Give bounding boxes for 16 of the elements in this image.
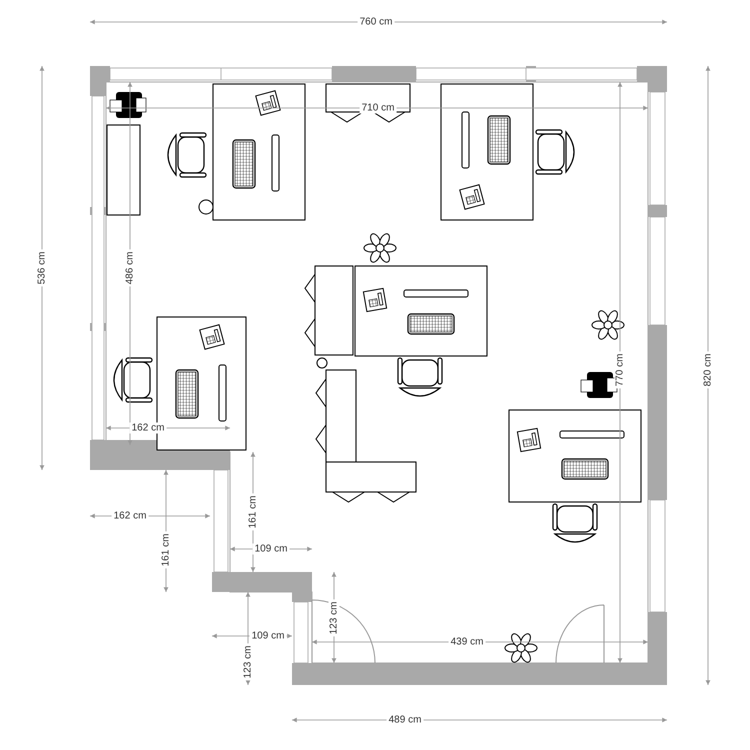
dimension-label: 161 cm [248, 494, 258, 530]
dimension-label: 123 cm [328, 600, 340, 636]
dimension-label: 123 cm [242, 644, 254, 680]
dimension-label: 489 cm [386, 714, 424, 726]
dimension-label: 760 cm [358, 16, 394, 28]
dimension-label: 109 cm [252, 544, 290, 554]
dimension-label: 161 cm [160, 532, 172, 568]
dimension-label: 820 cm [702, 352, 714, 388]
dimension-label: 486 cm [124, 250, 136, 286]
dimension-label: 162 cm [112, 510, 148, 522]
dimension-label: 162 cm [130, 422, 166, 434]
dimension-label: 710 cm [360, 102, 396, 114]
dimension-label: 770 cm [614, 352, 626, 388]
dimension-label: 536 cm [36, 250, 48, 286]
dimension-label: 439 cm [448, 636, 486, 648]
dimension-label: 109 cm [250, 630, 286, 642]
